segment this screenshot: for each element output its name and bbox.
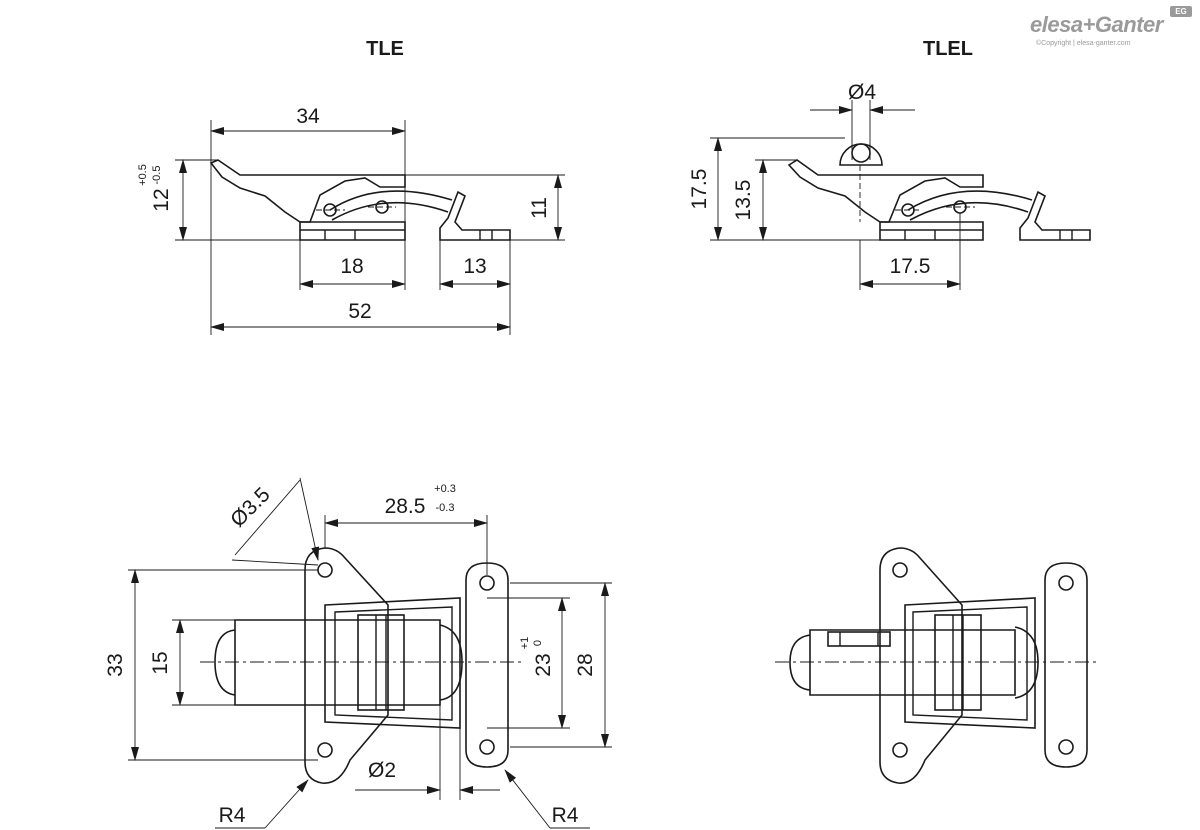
dim-bottom-d2: Ø2 — [368, 759, 396, 782]
dim-bottom-23-tol-plus: +1 — [519, 637, 531, 650]
tle-side-view — [175, 120, 565, 335]
dim-tle-34: 34 — [296, 105, 320, 128]
title-tle: TLE — [366, 38, 404, 60]
dim-tle-12-tol-minus: -0.5 — [151, 166, 163, 185]
dim-tlel-17-5-width: 17.5 — [890, 255, 931, 278]
dim-bottom-23: 23 — [532, 653, 555, 676]
dim-bottom-d3-5: Ø3.5 — [226, 483, 274, 531]
dim-tlel-d4: Ø4 — [848, 81, 876, 104]
dim-tlel-13-5: 13.5 — [732, 180, 755, 221]
logo-brand: elesa+Ganter — [1030, 12, 1163, 37]
dim-bottom-15: 15 — [149, 651, 172, 674]
dim-bottom-28-5-tol-plus: +0.3 — [434, 483, 456, 495]
dim-tle-13: 13 — [463, 255, 486, 278]
dim-bottom-28-5: 28.5 — [385, 495, 426, 518]
tlel-top-view — [775, 547, 1100, 784]
title-tlel: TLEL — [923, 38, 973, 60]
elesa-ganter-logo: elesa+Ganter EG ©Copyright | elesa-gante… — [1030, 6, 1195, 47]
tlel-side-view — [710, 100, 1091, 290]
dim-tle-18: 18 — [340, 255, 363, 278]
dim-tle-12: 12 — [150, 188, 173, 211]
tle-top-view — [128, 477, 612, 829]
dim-bottom-23-tol-minus: 0 — [532, 640, 544, 646]
dim-bottom-28-5-tol-minus: -0.3 — [436, 502, 455, 514]
dim-bottom-r4-right: R4 — [552, 804, 579, 827]
dim-bottom-r4-left: R4 — [219, 804, 246, 827]
dim-bottom-28: 28 — [574, 653, 597, 676]
dim-tle-11: 11 — [528, 197, 551, 219]
logo-copyright: ©Copyright | elesa-ganter.com — [1036, 40, 1131, 47]
dim-bottom-33: 33 — [104, 653, 127, 676]
dim-tle-52: 52 — [348, 300, 371, 323]
dim-tlel-17-5-height: 17.5 — [688, 169, 711, 210]
logo-badge: EG — [1170, 6, 1192, 17]
dim-tle-12-tol-plus: +0.5 — [137, 164, 149, 186]
